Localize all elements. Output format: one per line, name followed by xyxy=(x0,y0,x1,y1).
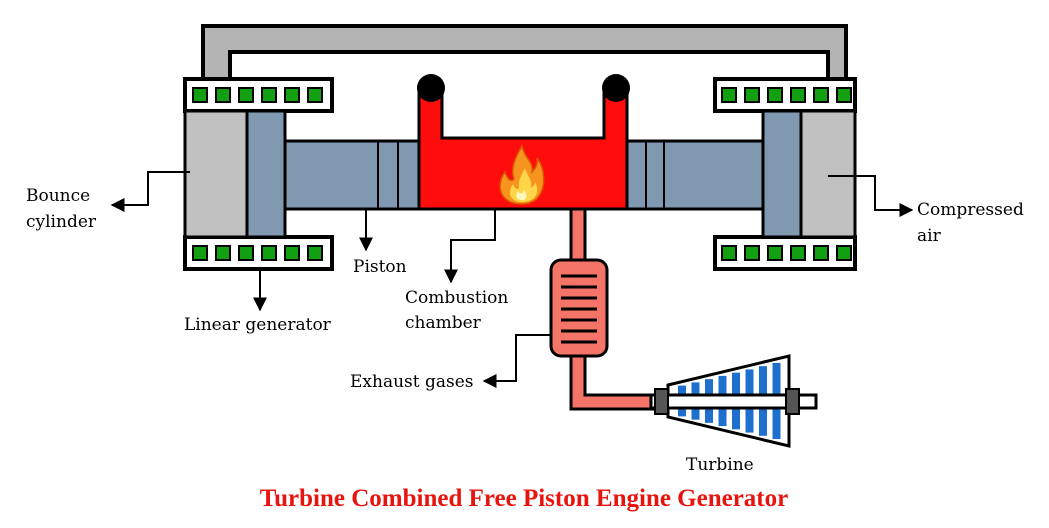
turbine-blade xyxy=(759,408,767,436)
generator-coil xyxy=(215,245,231,261)
right-piston-head xyxy=(761,109,803,239)
compressed-air-label-line2: air xyxy=(917,226,942,246)
exhaust-gases-leader xyxy=(482,334,551,388)
generator-coil xyxy=(261,87,277,103)
turbine-label: Turbine xyxy=(686,455,754,475)
generator-coil xyxy=(790,87,806,103)
combustion-chamber-label-line1: Combustion xyxy=(405,288,508,308)
turbine-shaft-collar-right xyxy=(785,388,800,415)
generator-coil xyxy=(790,245,806,261)
turbine-blade xyxy=(745,369,754,395)
generator-coil xyxy=(836,87,852,103)
left-generator-bottom-coil xyxy=(183,235,334,271)
generator-coil xyxy=(767,87,783,103)
bounce-cylinder xyxy=(183,109,249,239)
turbine-shaft xyxy=(649,393,818,410)
generator-coil xyxy=(767,245,783,261)
generator-coil xyxy=(721,245,737,261)
turbine-blade xyxy=(772,408,781,440)
generator-coil xyxy=(836,245,852,261)
left-valve xyxy=(417,74,445,102)
bounce-cylinder-label-line1: Bounce xyxy=(26,186,90,206)
exhaust-gases-label: Exhaust gases xyxy=(350,372,474,392)
bounce-cylinder-leader xyxy=(110,171,190,212)
generator-coil xyxy=(261,245,277,261)
turbine-blade xyxy=(691,408,700,420)
generator-coil xyxy=(215,87,231,103)
right-generator-top-coil xyxy=(713,77,857,113)
turbine-blade xyxy=(718,375,727,395)
generator-coil xyxy=(192,87,208,103)
compressed-air-leader xyxy=(828,175,914,217)
turbine-blade xyxy=(745,408,754,433)
compressed-air-label-line1: Compressed xyxy=(917,200,1024,220)
generator-coil xyxy=(238,245,254,261)
generator-coil xyxy=(721,87,737,103)
combustion-chamber-label-line2: chamber xyxy=(405,313,482,333)
turbine-blade xyxy=(772,362,781,395)
generator-coil xyxy=(307,245,323,261)
right-generator-bottom-coil xyxy=(713,235,857,271)
right-valve xyxy=(602,74,630,102)
generator-coil xyxy=(284,245,300,261)
exhaust-pipe-vertical xyxy=(569,207,587,264)
exhaust-pipe-to-turbine xyxy=(569,354,662,411)
turbine-blade xyxy=(705,408,713,423)
generator-coil xyxy=(307,87,323,103)
diagram-title: Turbine Combined Free Piston Engine Gene… xyxy=(260,485,788,512)
linear-generator-label: Linear generator xyxy=(184,315,332,335)
generator-coil xyxy=(813,245,829,261)
combustion-chamber-leader xyxy=(444,209,496,284)
turbine-blade xyxy=(691,382,700,395)
flame-icon xyxy=(499,143,545,205)
bounce-cylinder-label-line2: cylinder xyxy=(26,212,97,232)
generator-coil xyxy=(238,87,254,103)
turbine xyxy=(649,354,818,448)
turbine-blade xyxy=(718,408,727,427)
turbine-shaft-collar-left xyxy=(654,388,669,415)
turbine-blade xyxy=(678,385,686,395)
turbine-blade xyxy=(732,408,740,430)
compressed-air-cylinder xyxy=(799,109,857,239)
generator-coil xyxy=(744,245,760,261)
generator-coil xyxy=(192,245,208,261)
turbine-blade xyxy=(678,408,686,417)
generator-coil xyxy=(813,87,829,103)
piston-label: Piston xyxy=(353,257,407,277)
left-piston-head xyxy=(245,109,287,239)
turbine-blade xyxy=(705,379,713,395)
generator-coil xyxy=(744,87,760,103)
left-generator-top-coil xyxy=(183,77,334,113)
turbine-blade xyxy=(732,372,740,395)
generator-coil xyxy=(284,87,300,103)
turbine-blade xyxy=(759,366,767,395)
